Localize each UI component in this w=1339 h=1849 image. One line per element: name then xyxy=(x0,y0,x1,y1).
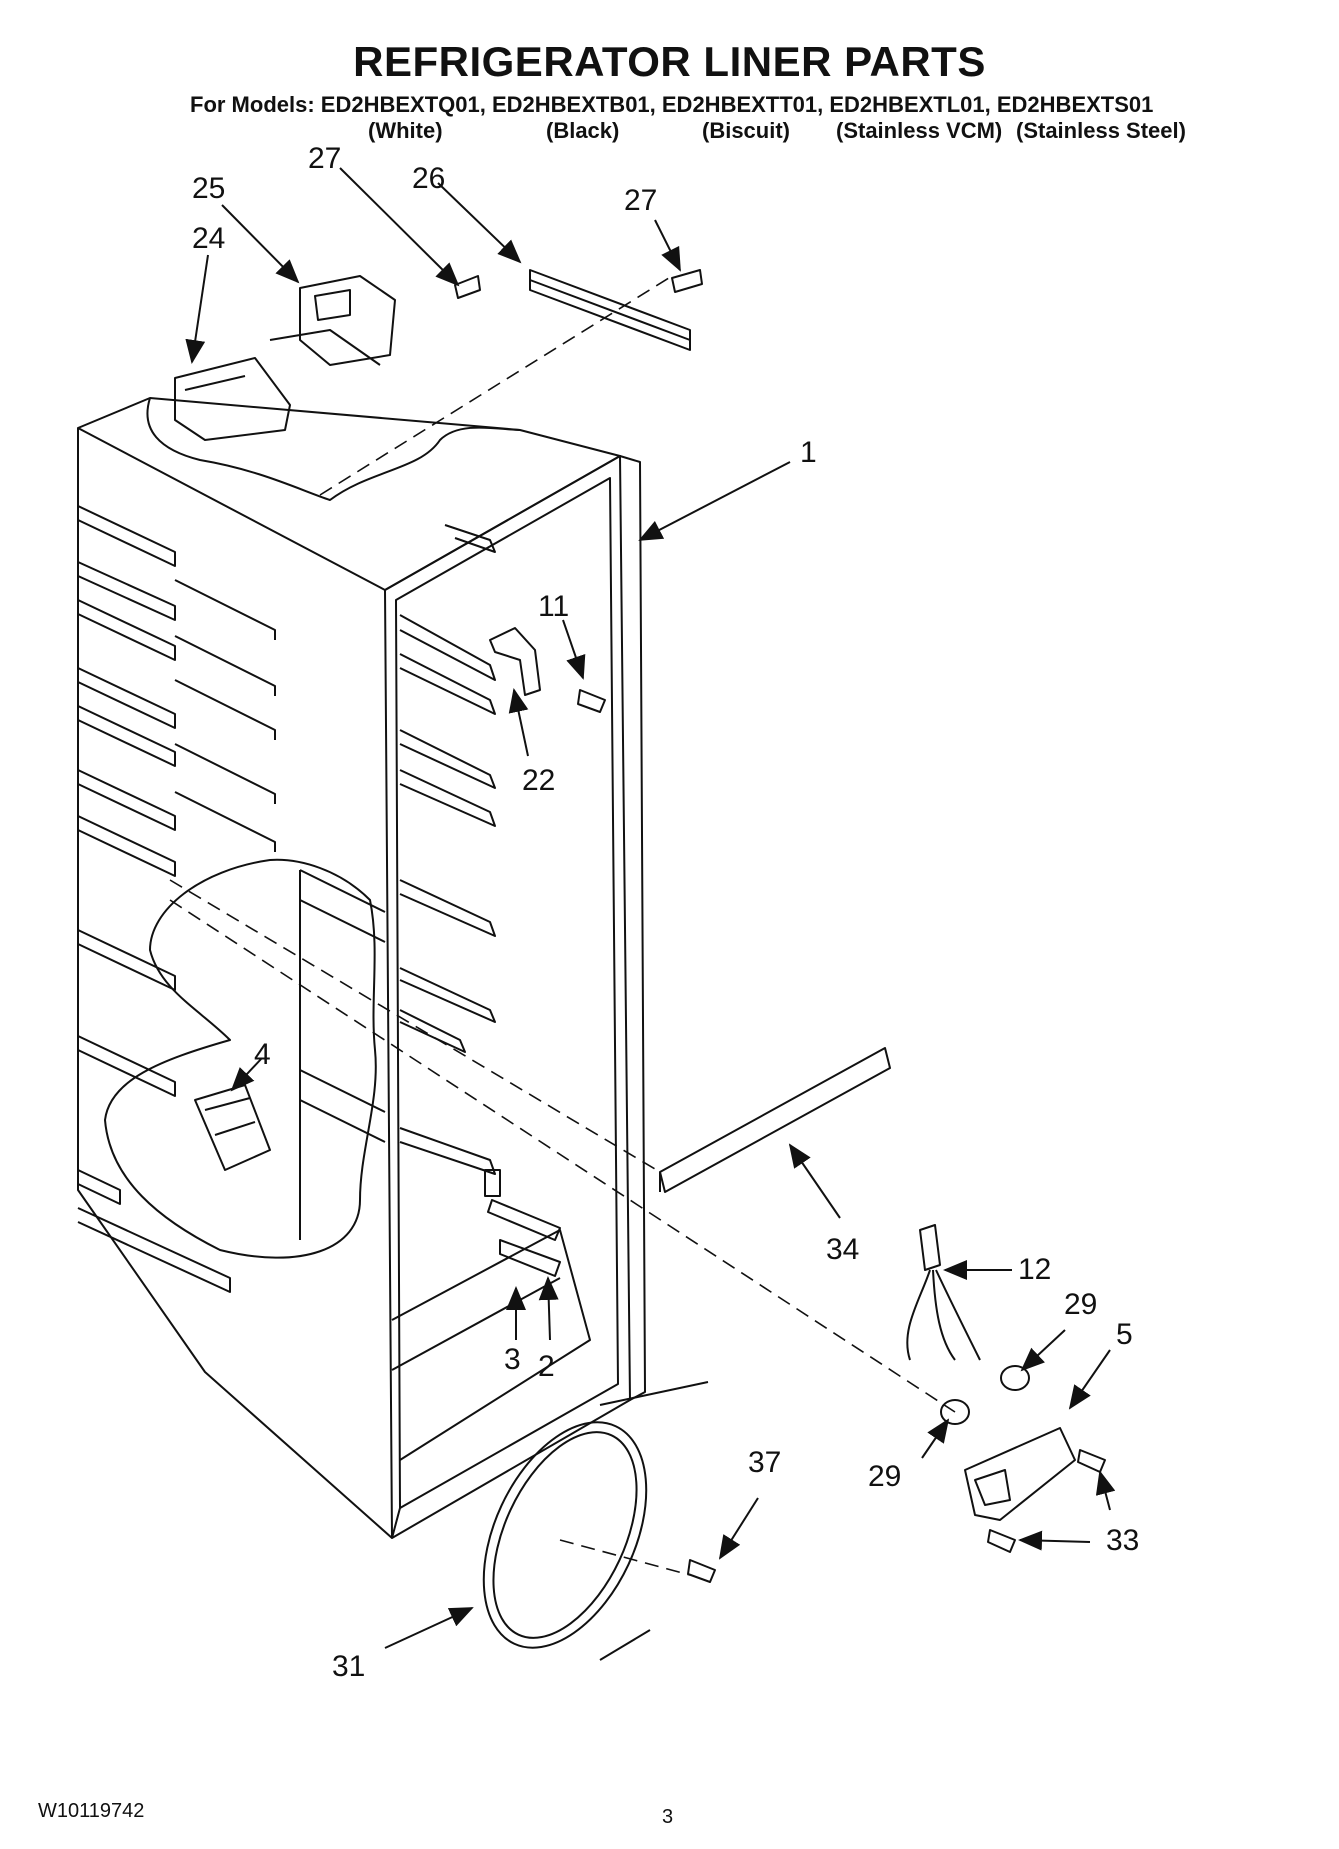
leader-33-b xyxy=(1018,1530,1091,1551)
callout-34: 34 xyxy=(826,1233,860,1266)
part-22-bracket xyxy=(489,627,541,696)
right-shelf-rails xyxy=(399,524,496,1175)
part-24-housing xyxy=(174,357,291,441)
part-29-bulb-a xyxy=(1000,1365,1030,1391)
part-27-screw-b xyxy=(671,269,703,293)
callout-26: 26 xyxy=(412,162,446,195)
leader-25 xyxy=(221,204,300,284)
leader-26 xyxy=(437,182,522,264)
page-title: REFRIGERATOR LINER PARTS xyxy=(353,38,986,85)
part-11-screw xyxy=(577,689,606,713)
leader-24 xyxy=(185,254,209,364)
callout-12: 12 xyxy=(1018,1253,1052,1286)
leader-27-a xyxy=(339,167,460,287)
document-number: W10119742 xyxy=(38,1800,145,1822)
part-26-strip xyxy=(529,269,691,351)
leader-33-a xyxy=(1095,1470,1116,1511)
callout-5: 5 xyxy=(1116,1318,1133,1351)
leader-29-a xyxy=(1020,1329,1066,1372)
part-27-screw-a xyxy=(454,275,481,299)
leader-31 xyxy=(384,1607,474,1649)
part-29-bulb-b xyxy=(940,1399,970,1425)
left-shelf-rails xyxy=(77,505,276,1293)
callout-37: 37 xyxy=(748,1446,782,1479)
models-line: For Models: ED2HBEXTQ01, ED2HBEXTB01, ED… xyxy=(190,92,1154,117)
leader-4 xyxy=(230,1057,263,1092)
callout-22: 22 xyxy=(522,764,556,797)
part-31-tubing-coil xyxy=(482,1421,648,1649)
callout-4: 4 xyxy=(254,1038,271,1071)
part-5-housing xyxy=(964,1427,1076,1521)
callout-2: 2 xyxy=(538,1350,555,1383)
callout-25: 25 xyxy=(192,172,226,205)
color-stainless-steel: (Stainless Steel) xyxy=(1016,118,1186,143)
leader-27-b xyxy=(654,219,681,272)
color-stainless-vcm: (Stainless VCM) xyxy=(836,118,1003,143)
part-33-screw-b xyxy=(987,1529,1016,1553)
callout-11: 11 xyxy=(538,590,570,623)
callout-31: 31 xyxy=(332,1650,366,1683)
cutaway-top xyxy=(146,397,521,501)
leader-34 xyxy=(788,1143,841,1219)
callout-33: 33 xyxy=(1106,1524,1140,1557)
leader-37 xyxy=(718,1497,759,1560)
leader-1 xyxy=(638,461,791,541)
leader-22 xyxy=(508,688,529,757)
callout-27-a: 27 xyxy=(308,142,342,175)
liner-body xyxy=(77,397,646,1539)
lower-cutaway xyxy=(104,858,377,1259)
callout-1: 1 xyxy=(800,436,817,469)
part-33-screw-a xyxy=(1077,1449,1106,1473)
part-25-bracket xyxy=(269,275,396,366)
part-34-bar xyxy=(659,1047,891,1193)
callout-3: 3 xyxy=(504,1343,521,1376)
callout-29-b: 29 xyxy=(868,1460,902,1493)
callout-29-a: 29 xyxy=(1064,1288,1098,1321)
page-number: 3 xyxy=(662,1806,674,1828)
color-biscuit: (Biscuit) xyxy=(702,118,790,143)
slot-3-2 xyxy=(484,1169,561,1277)
part-4-vent xyxy=(194,1084,271,1171)
leader-29-b xyxy=(921,1418,950,1459)
part-37-screw xyxy=(687,1559,716,1583)
part-12-harness xyxy=(906,1224,981,1361)
color-white: (White) xyxy=(368,118,443,143)
callout-24: 24 xyxy=(192,222,226,255)
color-black: (Black) xyxy=(546,118,620,143)
callout-27-b: 27 xyxy=(624,184,658,217)
leader-2 xyxy=(538,1276,559,1341)
leader-5 xyxy=(1068,1349,1111,1410)
leader-11 xyxy=(562,619,586,680)
